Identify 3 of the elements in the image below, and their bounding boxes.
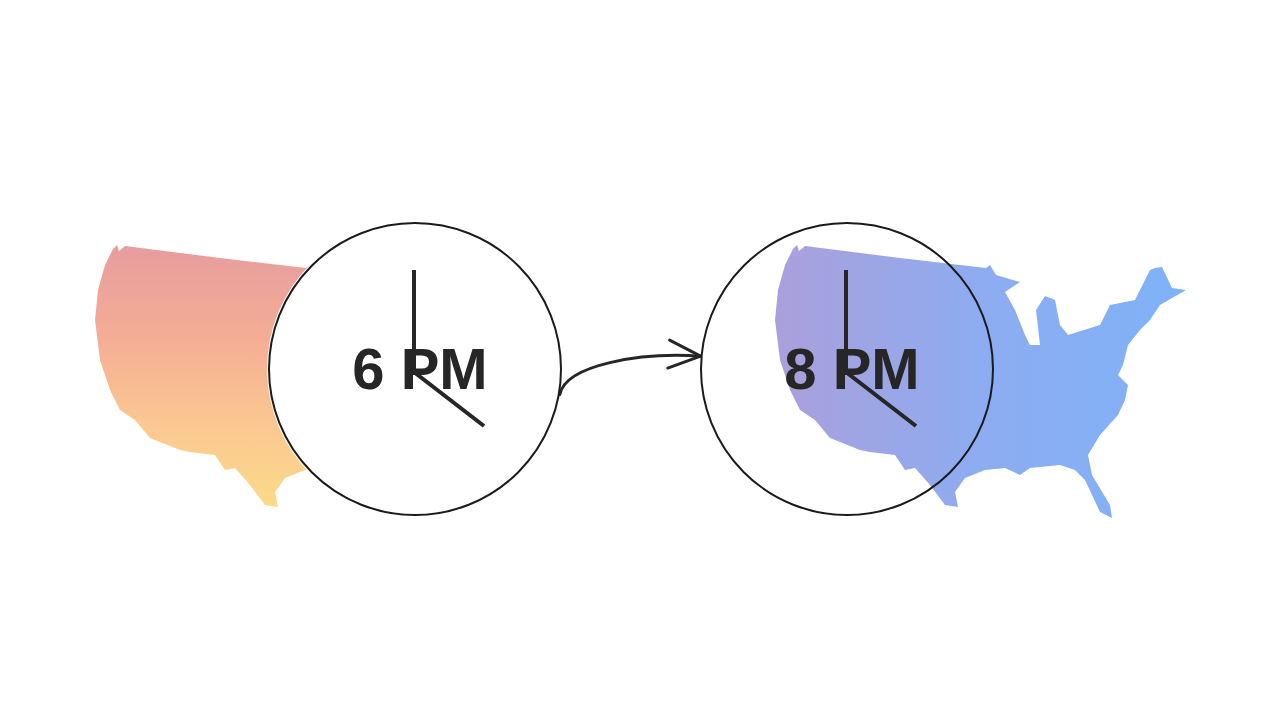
curved-arrow bbox=[558, 339, 703, 396]
us-map bbox=[775, 245, 1187, 519]
clock-face bbox=[268, 222, 562, 516]
